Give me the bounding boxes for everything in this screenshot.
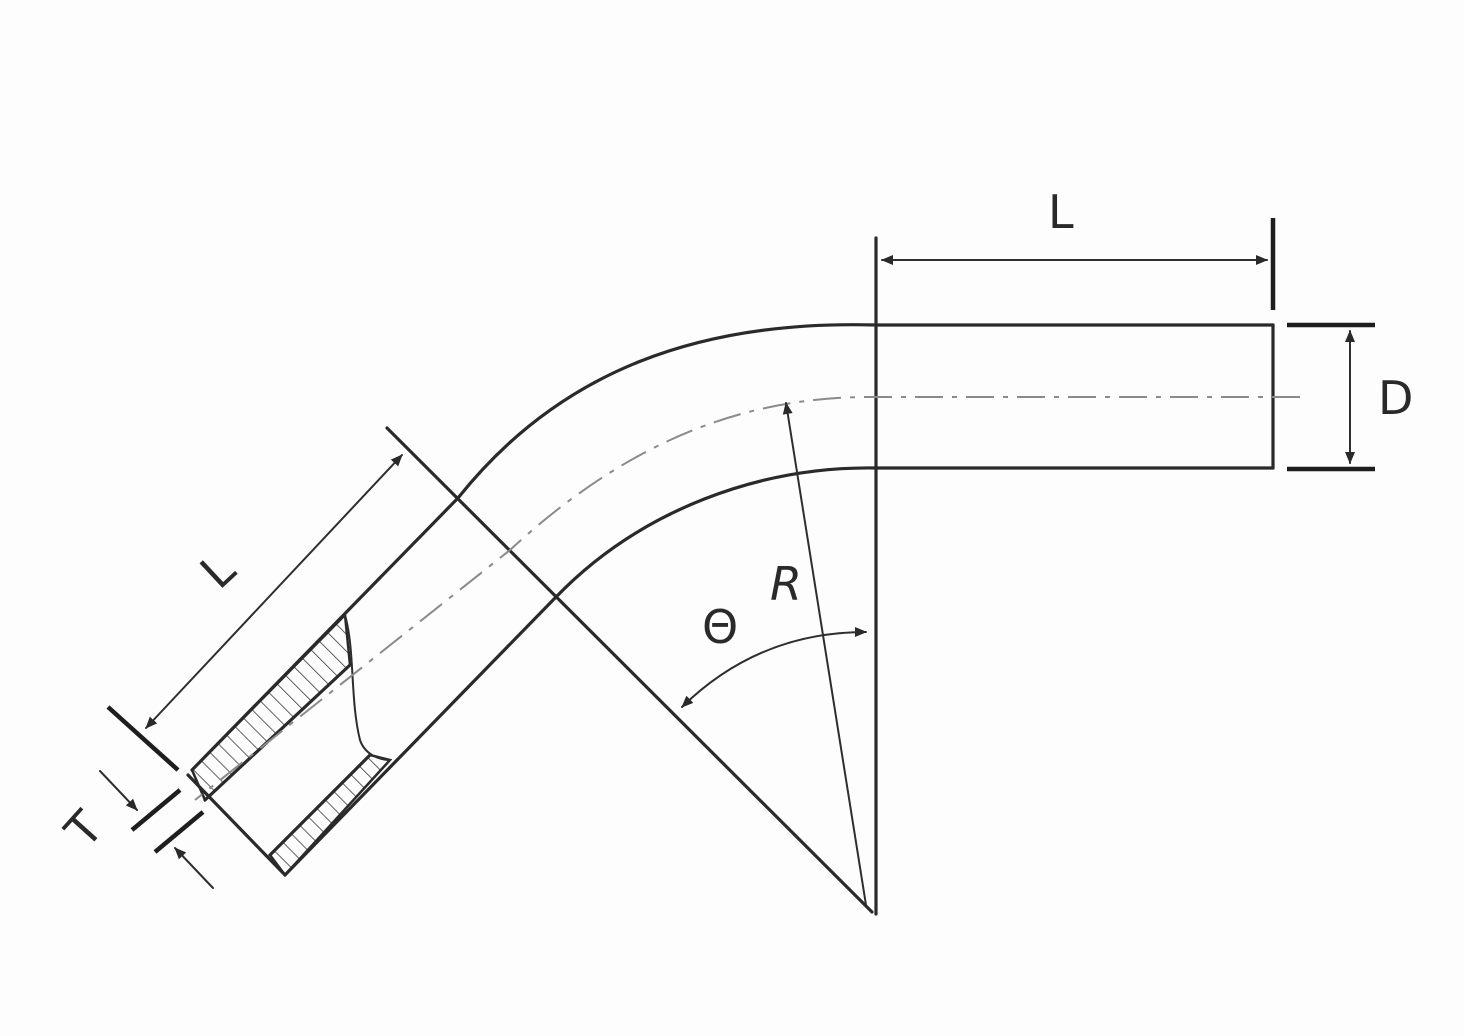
length-right-label: L (1048, 185, 1074, 239)
center-line (194, 395, 1300, 801)
bend-inner-arc (554, 466, 878, 599)
angle-arc (681, 627, 867, 708)
radius-label: R (770, 557, 802, 611)
bend-section (456, 323, 878, 599)
break-line (344, 614, 391, 761)
bend-boundary-line (385, 426, 874, 914)
angle-label: Θ (702, 600, 738, 654)
lower-wall-hatch (268, 753, 393, 877)
thickness-label: T (54, 800, 114, 858)
construction-lines (385, 236, 878, 916)
upper-wall-hatch (190, 612, 352, 803)
radius-dimension: R (770, 402, 867, 906)
pipe-left-inner-edge (283, 595, 558, 877)
angle-dimension: Θ (681, 600, 867, 708)
bend-outer-arc (456, 323, 878, 500)
thickness-ext-2 (153, 810, 205, 854)
thickness-arrow-1 (99, 770, 138, 811)
length-left-line (145, 454, 403, 729)
length-left-label: L (190, 542, 246, 599)
straight-pipe-left (186, 496, 558, 877)
wall-section-cutaway (190, 612, 393, 877)
thickness-ext-1 (130, 788, 182, 832)
radius-line (782, 402, 867, 906)
diameter-label: D (1378, 371, 1413, 425)
length-dimension-right: L (881, 185, 1276, 310)
length-left-extension (106, 705, 180, 772)
diameter-dimension: D (1287, 322, 1413, 472)
thickness-dimension: T (54, 770, 214, 889)
thickness-arrow-2 (174, 847, 214, 889)
inner-bore-bottom-line (268, 753, 372, 857)
